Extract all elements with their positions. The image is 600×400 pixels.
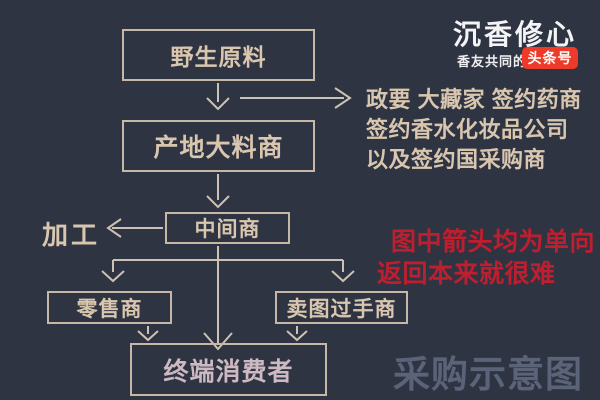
watermark-text: 采购示意图 bbox=[393, 355, 583, 396]
buyers-note-line2: 签约香水化妆品公司 bbox=[366, 117, 569, 142]
arrow-branch-to-retailer bbox=[101, 260, 125, 283]
arrow-middleman-to-consumer bbox=[203, 260, 233, 351]
buyers-note-line1: 政要 大藏家 签约药商 bbox=[366, 87, 582, 112]
node-retailer: 零售商 bbox=[47, 291, 172, 324]
arrow-dealer-to-middleman bbox=[206, 174, 230, 209]
node-end-consumer: 终端消费者 bbox=[130, 343, 327, 396]
node-picture-dealer: 卖图过手商 bbox=[275, 291, 408, 324]
arrow-raw-to-dealer bbox=[206, 83, 230, 111]
toutiao-badge: 头条号 bbox=[522, 47, 578, 69]
one-way-arrow-note: 图中箭头均为单向 返回本来就很难 bbox=[377, 226, 595, 290]
node-wild-raw-material: 野生原料 bbox=[122, 29, 315, 81]
arrow-retailer-to-consumer bbox=[137, 326, 159, 342]
arrow-middleman-to-processing bbox=[106, 218, 163, 238]
logo-title: 沉香修心 bbox=[453, 19, 578, 50]
arrow-branch-to-picture-dealer bbox=[331, 260, 355, 283]
one-way-arrow-note-line2: 返回本来就很难 bbox=[377, 260, 556, 288]
logo-subtitle: 香友共同的 bbox=[457, 54, 528, 69]
node-origin-big-dealer: 产地大料商 bbox=[122, 120, 315, 172]
arrow-picture-dealer-to-consumer bbox=[286, 326, 308, 342]
processing-label: 加工 bbox=[42, 220, 101, 250]
one-way-arrow-note-line1: 图中箭头均为单向 bbox=[391, 228, 596, 256]
arrow-middleman-branch-stem bbox=[113, 246, 343, 261]
arrow-raw-to-buyers bbox=[240, 87, 352, 109]
buyers-note-line3: 以及签约国采购商 bbox=[366, 147, 547, 172]
node-middleman: 中间商 bbox=[165, 212, 290, 244]
buyers-note: 政要 大藏家 签约药商 签约香水化妆品公司 以及签约国采购商 bbox=[366, 85, 582, 175]
